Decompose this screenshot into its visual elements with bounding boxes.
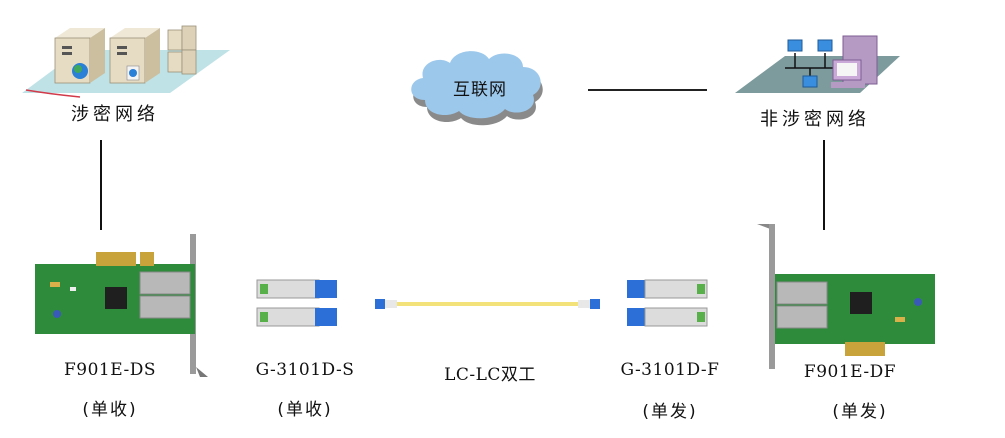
device-mode-label: (单发)	[642, 402, 698, 422]
internet-label: 互联网	[453, 80, 507, 100]
device-sfp-f	[625, 278, 710, 333]
connector-line	[823, 140, 825, 230]
nonsecure-network-node	[735, 28, 905, 100]
nonsecure-network-label: 非涉密网络	[760, 109, 870, 130]
workstation-network-icon	[735, 35, 900, 93]
device-sfp-s	[255, 278, 340, 333]
device-mode-label: (单收)	[277, 400, 333, 420]
connector-line	[588, 89, 707, 91]
sfp-module-icon	[627, 279, 708, 327]
server-cluster-icon	[22, 25, 230, 98]
internet-node	[405, 48, 555, 128]
device-model-label: F901E-DF	[803, 362, 897, 382]
sfp-module-icon	[256, 279, 337, 327]
cloud-icon	[411, 51, 543, 126]
device-fiber-cable	[375, 294, 600, 314]
device-mode-label: (单收)	[82, 400, 138, 420]
device-card-df	[755, 222, 940, 372]
device-model-label: LC-LC双工	[444, 365, 536, 385]
device-model-label: G-3101D-F	[620, 360, 720, 380]
fiber-patch-cable-icon	[375, 299, 600, 309]
pcie-nic-card-icon	[757, 224, 935, 369]
device-model-label: F901E-DS	[64, 360, 156, 380]
connector-line	[100, 140, 102, 230]
device-mode-label: (单发)	[832, 402, 888, 422]
device-card-ds	[30, 232, 215, 382]
secure-network-label: 涉密网络	[71, 104, 159, 125]
device-model-label: G-3101D-S	[255, 360, 355, 380]
secure-network-node	[10, 8, 230, 98]
pcie-nic-card-icon	[35, 234, 208, 377]
